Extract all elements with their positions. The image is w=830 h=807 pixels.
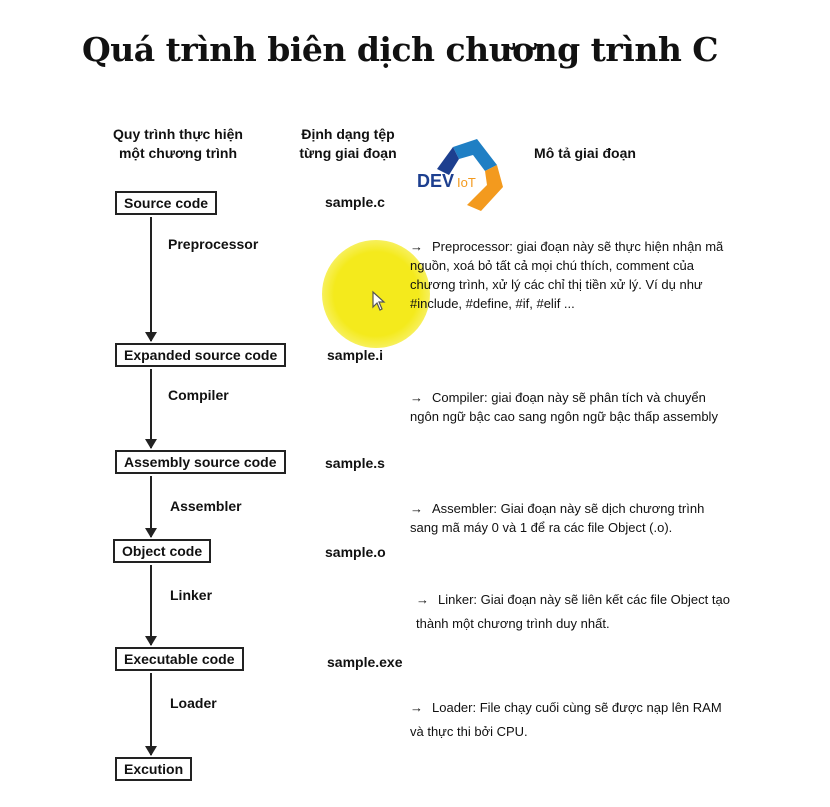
deviot-logo: DEV IoT bbox=[417, 139, 503, 211]
stage-source-code: Source code bbox=[115, 191, 218, 215]
logo-text-dev: DEV bbox=[417, 171, 454, 191]
process-loader: Loader bbox=[170, 695, 217, 711]
stage-expanded-source-code: Expanded source code bbox=[115, 343, 287, 367]
arrow-right-icon: → bbox=[410, 501, 423, 516]
desc-linker: →Linker: Giai đoạn này sẽ liên kết các f… bbox=[416, 588, 741, 636]
header-process-steps: Quy trình thực hiện một chương trình bbox=[113, 126, 243, 161]
flow-arrow bbox=[145, 217, 157, 342]
logo-text-iot: IoT bbox=[457, 175, 476, 190]
flow-arrow bbox=[145, 369, 157, 449]
stage-assembly-source-code: Assembly source code bbox=[115, 450, 286, 474]
header-file-format: Định dạng tệp từng giai đoạn bbox=[299, 126, 397, 161]
flow-arrow bbox=[145, 565, 157, 646]
stage-executable-code: Executable code bbox=[115, 647, 244, 671]
flow-arrow bbox=[145, 476, 157, 538]
process-assembler: Assembler bbox=[170, 498, 242, 514]
stage-object-code: Object code bbox=[113, 539, 212, 563]
desc-assembler: →Assembler: Giai đoạn này sẽ dịch chương… bbox=[410, 501, 705, 535]
page-title: Quá trình biên dịch chương trình C bbox=[82, 30, 719, 69]
process-preprocessor: Preprocessor bbox=[168, 236, 259, 252]
stage-execution: Excution bbox=[115, 757, 193, 781]
flow-arrow bbox=[145, 673, 157, 756]
arrow-right-icon: → bbox=[410, 390, 423, 405]
process-compiler: Compiler bbox=[168, 387, 229, 403]
file-sample-i: sample.i bbox=[327, 347, 384, 363]
file-sample-c: sample.c bbox=[325, 194, 385, 210]
desc-loader: →Loader: File chạy cuối cùng sẽ được nạp… bbox=[410, 696, 735, 744]
process-linker: Linker bbox=[170, 587, 213, 603]
file-sample-s: sample.s bbox=[325, 455, 385, 471]
desc-preprocessor: →Preprocessor: giai đoạn này sẽ thực hiệ… bbox=[410, 239, 724, 311]
header-description: Mô tả giai đoạn bbox=[534, 145, 636, 161]
file-sample-o: sample.o bbox=[325, 544, 386, 560]
file-sample-exe: sample.exe bbox=[327, 654, 403, 670]
desc-compiler: →Compiler: giai đoạn này sẽ phân tích và… bbox=[410, 390, 718, 424]
arrow-right-icon: → bbox=[410, 700, 423, 715]
arrow-right-icon: → bbox=[410, 239, 423, 254]
arrow-right-icon: → bbox=[416, 592, 429, 607]
mouse-cursor-icon bbox=[372, 290, 386, 311]
